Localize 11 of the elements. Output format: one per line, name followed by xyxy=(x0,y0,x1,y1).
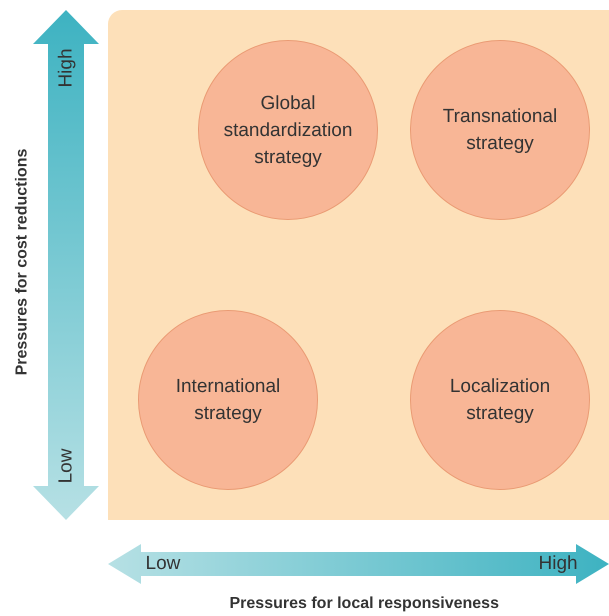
axis-level-label: High xyxy=(538,553,578,575)
axis-title: Pressures for cost reductions xyxy=(12,148,31,376)
axis-level-label: High xyxy=(55,48,78,88)
axis-title: Pressures for local responsiveness xyxy=(230,595,499,613)
strategy-label: Localization strategy xyxy=(448,375,552,426)
strategy-label: Transnational strategy xyxy=(442,105,558,156)
quadrant-panel xyxy=(108,10,609,520)
axis-level-label: Low xyxy=(146,553,180,575)
strategy-label: Global standardization strategy xyxy=(222,92,354,170)
axis-level-label: Low xyxy=(54,448,77,484)
strategy-label: International strategy xyxy=(174,375,282,426)
